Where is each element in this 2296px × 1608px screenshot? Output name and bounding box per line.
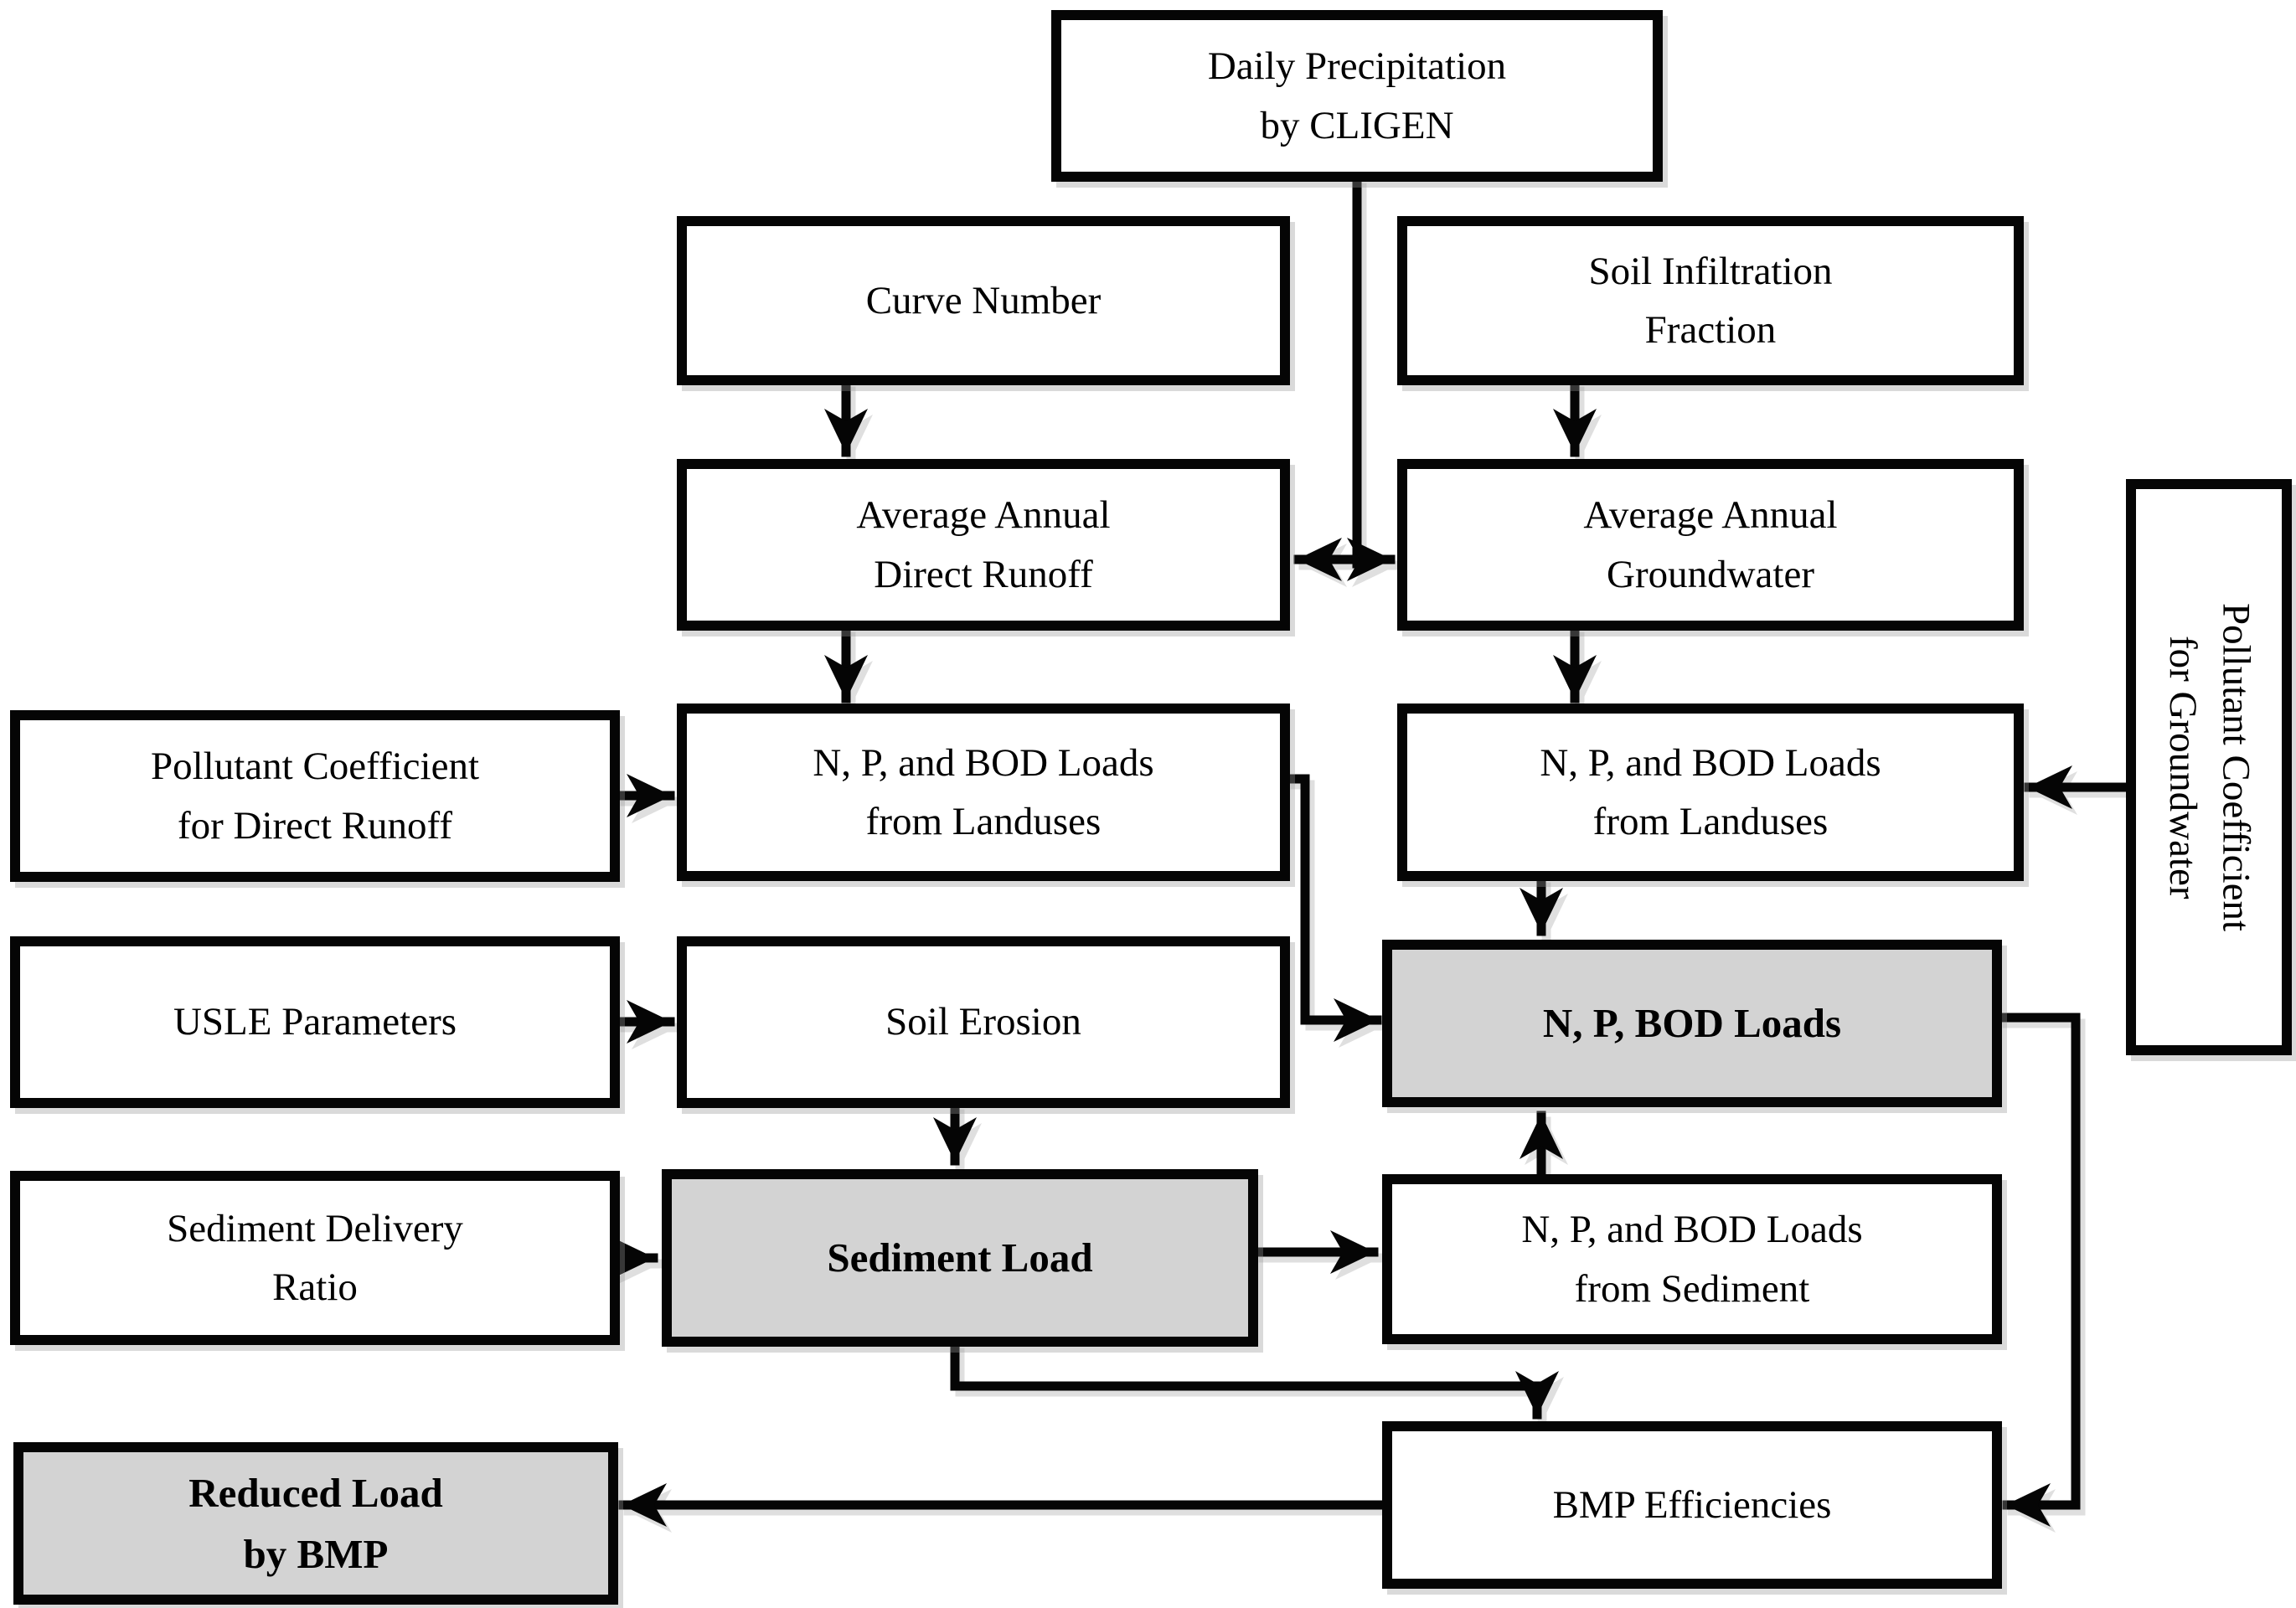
box-loads-from-landuses-groundwater: N, P, and BOD Loads from Landuses	[1397, 704, 2024, 881]
arrow-npbod-to-bmp	[1997, 1013, 2081, 1527]
box-pollutant-coeff-groundwater: Pollutant Coefficient for Groundwater	[2126, 479, 2292, 1055]
box-soil-infiltration-fraction: Soil Infiltration Fraction	[1397, 216, 2024, 385]
box-soil-erosion: Soil Erosion	[677, 936, 1290, 1108]
box-pollutant-coeff-direct-runoff: Pollutant Coefficient for Direct Runoff	[10, 710, 620, 882]
box-average-annual-direct-runoff: Average Annual Direct Runoff	[677, 459, 1290, 631]
arrow-loads-left-to-npbod	[1285, 774, 1382, 1042]
box-usle-parameters: USLE Parameters	[10, 936, 620, 1108]
box-average-annual-groundwater: Average Annual Groundwater	[1397, 459, 2024, 631]
box-loads-from-landuses-runoff: N, P, and BOD Loads from Landuses	[677, 704, 1290, 881]
box-bmp-efficiencies: BMP Efficiencies	[1382, 1421, 2002, 1589]
box-curve-number: Curve Number	[677, 216, 1290, 385]
arrow-sediment-to-bmp	[950, 1342, 1559, 1420]
box-reduced-load-by-bmp: Reduced Load by BMP	[13, 1442, 618, 1605]
box-sediment-load: Sediment Load	[662, 1169, 1258, 1347]
box-sediment-delivery-ratio: Sediment Delivery Ratio	[10, 1171, 620, 1345]
box-daily-precipitation: Daily Precipitation by CLIGEN	[1051, 10, 1663, 182]
box-loads-from-sediment: N, P, and BOD Loads from Sediment	[1382, 1174, 2002, 1344]
box-n-p-bod-loads: N, P, BOD Loads	[1382, 940, 2002, 1107]
